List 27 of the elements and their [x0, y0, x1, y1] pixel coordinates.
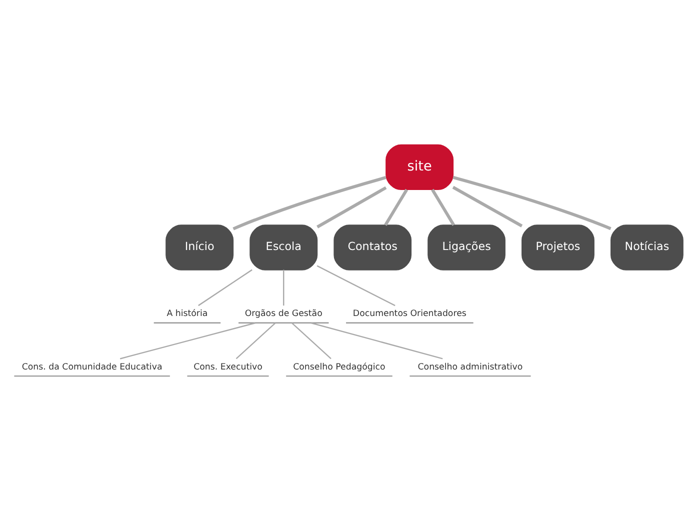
connector [452, 175, 612, 230]
node-box: site [386, 144, 454, 190]
connector [283, 269, 284, 306]
node-text: Documentos Orientadores [352, 308, 466, 319]
connector [236, 322, 276, 359]
node-box: Ligações [428, 224, 506, 270]
connector [431, 188, 456, 226]
connector [232, 176, 386, 230]
node-text: Cons. Executivo [194, 362, 262, 372]
connector [291, 322, 332, 359]
node-box: Escola [250, 224, 318, 270]
node-text: A história [166, 308, 208, 319]
connector [316, 264, 396, 306]
connector [120, 322, 256, 359]
node-box: Contatos [334, 224, 412, 270]
node-text: Conselho Pedagógico [293, 362, 386, 372]
connector [452, 185, 523, 227]
connector [316, 186, 387, 228]
node-box: Início [166, 224, 234, 270]
node-box: Projetos [522, 224, 594, 270]
node-box: Notícias [610, 224, 684, 270]
node-text: Conselho administrativo [418, 362, 523, 372]
connector [198, 268, 252, 306]
node-text: Cons. da Comunidade Educativa [22, 362, 162, 372]
connector [310, 322, 443, 359]
connector [384, 188, 408, 226]
node-text: Orgãos de Gestão [244, 308, 322, 319]
